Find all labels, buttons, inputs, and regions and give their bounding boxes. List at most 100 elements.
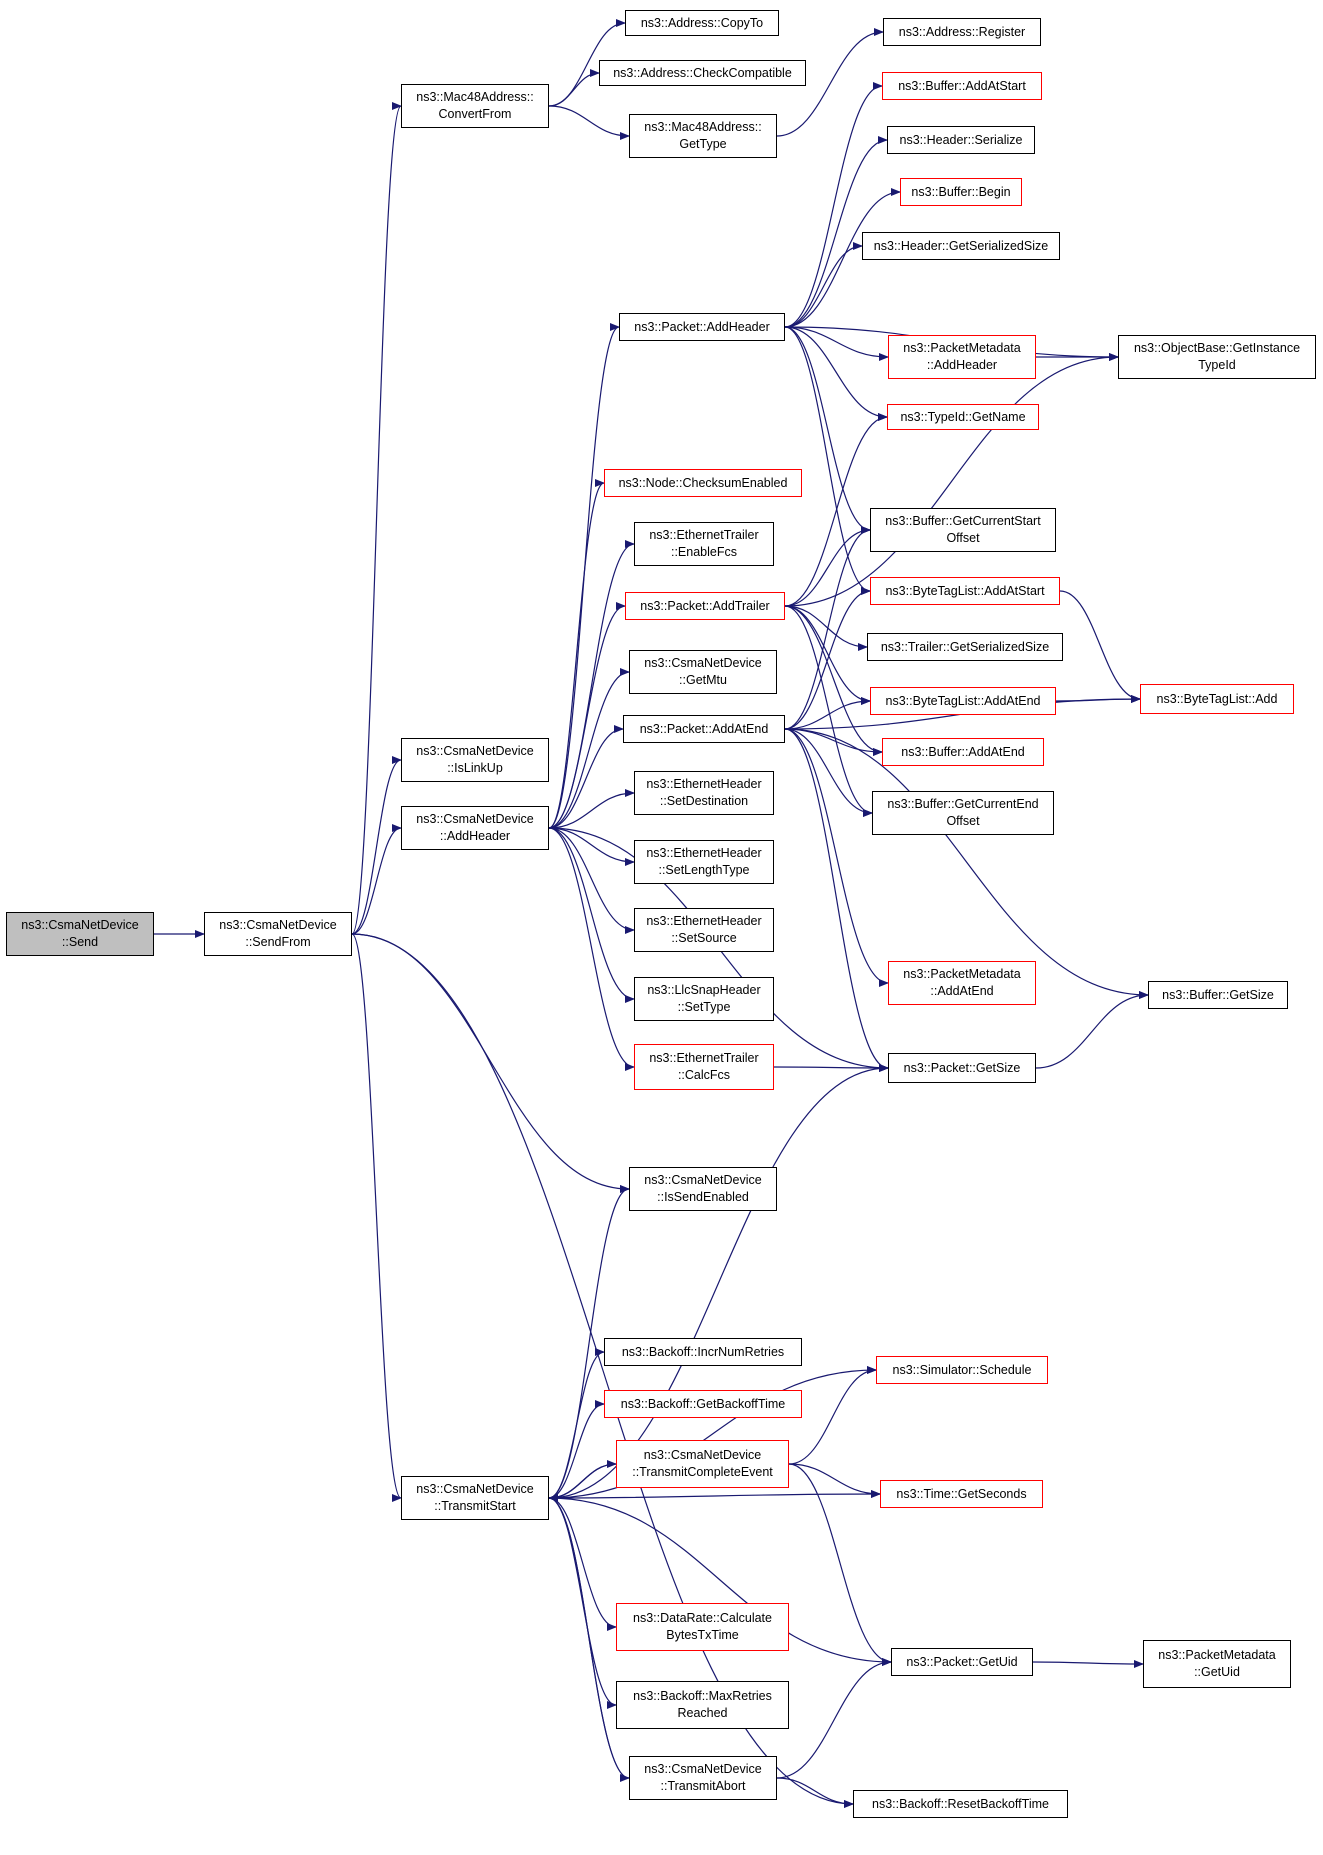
- edge-convertFrom-to-mac48GetType: [548, 105, 630, 140]
- node-eth-hdr-set-src[interactable]: ns3::EthernetHeader ::SetSource: [634, 908, 774, 952]
- edge-csmaTxStart-to-pktGetSize: [548, 1064, 889, 1499]
- edge-pktAddAtEnd-to-pmAddAtEnd: [784, 728, 889, 987]
- edge-csmaAddHeader-to-llcSetType: [548, 827, 635, 1003]
- node-pm-add-at-end[interactable]: ns3::PacketMetadata ::AddAtEnd: [888, 961, 1036, 1005]
- edge-csmaTxStart-to-simSchedule: [548, 1366, 877, 1499]
- edge-mac48GetType-to-addrRegister: [776, 28, 884, 137]
- edge-pktAddHeader-to-pmAddHeader: [784, 326, 889, 361]
- node-pkt-add-trailer[interactable]: ns3::Packet::AddTrailer: [625, 592, 785, 620]
- node-dr-calc-bytes[interactable]: ns3::DataRate::Calculate BytesTxTime: [616, 1603, 789, 1651]
- node-node-checksum[interactable]: ns3::Node::ChecksumEnabled: [604, 469, 802, 497]
- edge-pktAddAtEnd-to-bufGetCurStart: [784, 526, 871, 730]
- node-send-from[interactable]: ns3::CsmaNetDevice ::SendFrom: [204, 912, 352, 956]
- node-obj-get-instance[interactable]: ns3::ObjectBase::GetInstance TypeId: [1118, 335, 1316, 379]
- edge-pktAddHeader-to-bufBegin: [784, 188, 901, 328]
- node-pkt-get-uid[interactable]: ns3::Packet::GetUid: [891, 1648, 1033, 1676]
- edge-csmaAddHeader-to-ethTrCalcFcs: [548, 827, 635, 1071]
- node-pm-get-uid[interactable]: ns3::PacketMetadata ::GetUid: [1143, 1640, 1291, 1688]
- node-pkt-add-header[interactable]: ns3::Packet::AddHeader: [619, 313, 785, 341]
- edge-pktAddHeader-to-hdrGetSerSize: [784, 242, 863, 328]
- node-eth-hdr-set-len[interactable]: ns3::EthernetHeader ::SetLengthType: [634, 840, 774, 884]
- edge-csmaTxAbort-to-backoffReset: [776, 1777, 854, 1808]
- node-send: ns3::CsmaNetDevice ::Send: [6, 912, 154, 956]
- edge-csmaTxStart-to-timeGetSeconds: [548, 1490, 881, 1499]
- edge-pktAddHeader-to-hdrSerialize: [784, 136, 888, 328]
- edge-btlAddAtStart-to-btlAdd: [1059, 590, 1141, 703]
- edge-pktAddTrailer-to-objGetInstance: [784, 353, 1119, 607]
- node-eth-tr-enable-fcs[interactable]: ns3::EthernetTrailer ::EnableFcs: [634, 522, 774, 566]
- edge-csmaAddHeader-to-csmaGetMtu: [548, 668, 630, 829]
- edge-csmaTxStart-to-backoffGetTime: [548, 1400, 605, 1499]
- edge-csmaTxComplete-to-simSchedule: [788, 1366, 877, 1465]
- edge-pktAddHeader-to-btlAddAtStart: [784, 326, 871, 595]
- node-backoff-incr[interactable]: ns3::Backoff::IncrNumRetries: [604, 1338, 802, 1366]
- edge-btlAddAtEnd-to-btlAdd: [1055, 695, 1141, 704]
- edge-csmaTxStart-to-backoffIncr: [548, 1348, 605, 1499]
- edge-convertFrom-to-checkCompat: [548, 69, 600, 107]
- node-sim-schedule[interactable]: ns3::Simulator::Schedule: [876, 1356, 1048, 1384]
- edge-sendFrom-to-csmaAddHeader: [351, 824, 402, 935]
- edge-csmaTxComplete-to-pktGetUid: [788, 1463, 892, 1666]
- node-pm-add-header[interactable]: ns3::PacketMetadata ::AddHeader: [888, 335, 1036, 379]
- node-csma-add-header[interactable]: ns3::CsmaNetDevice ::AddHeader: [401, 806, 549, 850]
- edge-pktAddHeader-to-typeIdGetName: [784, 326, 888, 421]
- edge-pktAddAtEnd-to-btlAddAtStart: [784, 587, 871, 730]
- node-buf-get-cur-end[interactable]: ns3::Buffer::GetCurrentEnd Offset: [872, 791, 1054, 835]
- node-csma-tx-complete[interactable]: ns3::CsmaNetDevice ::TransmitCompleteEve…: [616, 1440, 789, 1488]
- node-buf-get-cur-start[interactable]: ns3::Buffer::GetCurrentStart Offset: [870, 508, 1056, 552]
- node-mac48-get-type[interactable]: ns3::Mac48Address:: GetType: [629, 114, 777, 158]
- edge-sendFrom-to-backoffReset: [351, 933, 854, 1808]
- edge-pktAddTrailer-to-bufAddAtEnd: [784, 605, 883, 756]
- node-csma-tx-start[interactable]: ns3::CsmaNetDevice ::TransmitStart: [401, 1476, 549, 1520]
- edge-pktAddTrailer-to-btlAddAtEnd: [784, 605, 871, 705]
- edge-pktAddAtEnd-to-btlAddAtEnd: [784, 697, 871, 730]
- edge-sendFrom-to-csmaIsLinkUp: [351, 756, 402, 935]
- edge-pktGetSize-to-bufGetSize: [1035, 991, 1149, 1069]
- node-buf-add-at-end[interactable]: ns3::Buffer::AddAtEnd: [882, 738, 1044, 766]
- edge-csmaAddHeader-to-pktAddTrailer: [548, 602, 626, 829]
- node-pkt-get-size[interactable]: ns3::Packet::GetSize: [888, 1053, 1036, 1083]
- node-copy-to[interactable]: ns3::Address::CopyTo: [625, 10, 779, 36]
- node-csma-get-mtu[interactable]: ns3::CsmaNetDevice ::GetMtu: [629, 650, 777, 694]
- node-pkt-add-at-end[interactable]: ns3::Packet::AddAtEnd: [623, 715, 785, 743]
- edge-csmaAddHeader-to-nodeChecksum: [548, 479, 605, 829]
- node-btl-add[interactable]: ns3::ByteTagList::Add: [1140, 684, 1294, 714]
- edge-pktAddAtEnd-to-bufGetCurEnd: [784, 728, 873, 817]
- node-check-compat[interactable]: ns3::Address::CheckCompatible: [599, 60, 806, 86]
- edge-sendFrom-to-csmaTxStart: [351, 933, 402, 1502]
- node-backoff-max-retries[interactable]: ns3::Backoff::MaxRetries Reached: [616, 1681, 789, 1729]
- node-backoff-get-time[interactable]: ns3::Backoff::GetBackoffTime: [604, 1390, 802, 1418]
- edge-csmaTxAbort-to-pktGetUid: [776, 1658, 892, 1779]
- node-trailer-get-ser-size[interactable]: ns3::Trailer::GetSerializedSize: [867, 633, 1063, 661]
- edge-csmaAddHeader-to-ethHdrSetSrc: [548, 827, 635, 934]
- node-csma-is-send-enabled[interactable]: ns3::CsmaNetDevice ::IsSendEnabled: [629, 1167, 777, 1211]
- edge-csmaTxComplete-to-timeGetSeconds: [788, 1463, 881, 1498]
- edge-sendFrom-to-convertFrom: [351, 102, 402, 935]
- node-hdr-serialize[interactable]: ns3::Header::Serialize: [887, 126, 1035, 154]
- node-hdr-get-ser-size[interactable]: ns3::Header::GetSerializedSize: [862, 232, 1060, 260]
- edge-pktGetUid-to-pmGetUid: [1032, 1659, 1144, 1668]
- node-convert-from[interactable]: ns3::Mac48Address:: ConvertFrom: [401, 84, 549, 128]
- node-btl-add-at-start[interactable]: ns3::ByteTagList::AddAtStart: [870, 577, 1060, 605]
- edge-pktAddTrailer-to-typeIdGetName: [784, 413, 888, 607]
- node-csma-is-link-up[interactable]: ns3::CsmaNetDevice ::IsLinkUp: [401, 738, 549, 782]
- node-addr-register[interactable]: ns3::Address::Register: [883, 18, 1041, 46]
- edge-csmaAddHeader-to-pktAddAtEnd: [548, 725, 624, 829]
- node-backoff-reset[interactable]: ns3::Backoff::ResetBackoffTime: [853, 1790, 1068, 1818]
- edge-pktAddHeader-to-bufAddAtStart: [784, 82, 883, 328]
- node-buf-get-size[interactable]: ns3::Buffer::GetSize: [1148, 981, 1288, 1009]
- edge-pktAddHeader-to-bufGetCurStart: [784, 326, 871, 534]
- edge-csmaAddHeader-to-ethHdrSetDest: [548, 789, 635, 829]
- node-csma-tx-abort[interactable]: ns3::CsmaNetDevice ::TransmitAbort: [629, 1756, 777, 1800]
- node-btl-add-at-end[interactable]: ns3::ByteTagList::AddAtEnd: [870, 687, 1056, 715]
- edge-pktAddTrailer-to-bufGetCurEnd: [784, 605, 873, 817]
- node-eth-hdr-set-dest[interactable]: ns3::EthernetHeader ::SetDestination: [634, 771, 774, 815]
- node-llc-set-type[interactable]: ns3::LlcSnapHeader ::SetType: [634, 977, 774, 1021]
- node-eth-tr-calc-fcs[interactable]: ns3::EthernetTrailer ::CalcFcs: [634, 1044, 774, 1090]
- edge-csmaAddHeader-to-ethHdrSetLen: [548, 827, 635, 866]
- edge-csmaTxStart-to-pktGetUid: [548, 1497, 892, 1666]
- node-buf-begin[interactable]: ns3::Buffer::Begin: [900, 178, 1022, 206]
- node-type-id-get-name[interactable]: ns3::TypeId::GetName: [887, 404, 1039, 430]
- node-buf-add-at-start[interactable]: ns3::Buffer::AddAtStart: [882, 72, 1042, 100]
- node-time-get-seconds[interactable]: ns3::Time::GetSeconds: [880, 1480, 1043, 1508]
